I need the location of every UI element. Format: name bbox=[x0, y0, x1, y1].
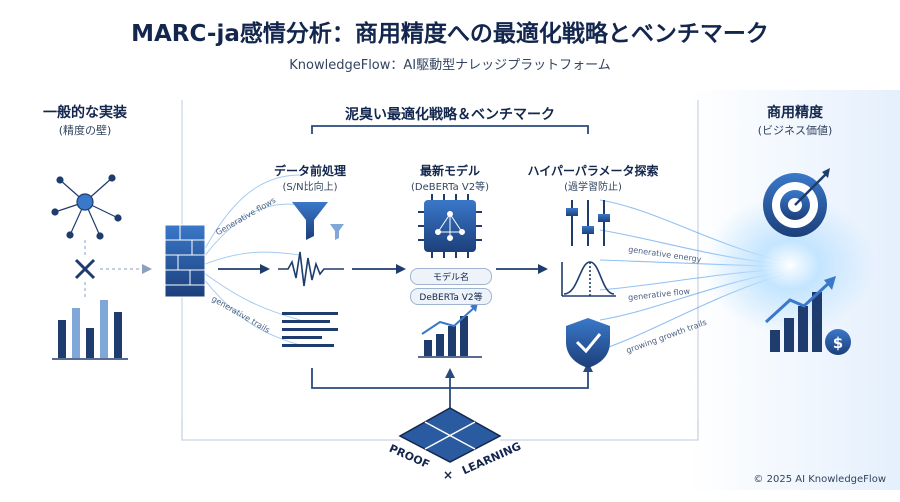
dashed-connector bbox=[84, 240, 140, 298]
outer-loop-right bbox=[500, 420, 699, 441]
step-2-subtitle: (DeBERTa V2等) bbox=[410, 182, 490, 193]
shield-check-icon bbox=[566, 318, 610, 368]
center-bracket bbox=[311, 125, 589, 134]
text-lines-icon bbox=[282, 312, 338, 347]
step-1-title: データ前処理 bbox=[273, 164, 346, 178]
proof-learning-badge bbox=[398, 407, 502, 463]
cross-icon bbox=[74, 258, 96, 280]
right-section-subtitle: (ビジネス価値) bbox=[757, 124, 833, 137]
right-section-title: 商用精度 bbox=[767, 105, 823, 121]
brick-wall-icon bbox=[164, 224, 206, 298]
chip-icon bbox=[418, 194, 482, 258]
center-section-title: 泥臭い最適化戦略＆ベンチマーク bbox=[312, 104, 588, 124]
left-section-subtitle: (精度の壁) bbox=[58, 124, 112, 137]
funnel-icon bbox=[292, 202, 344, 240]
left-arrowhead bbox=[142, 264, 152, 274]
signal-wave-icon bbox=[278, 251, 344, 287]
bell-curve-icon bbox=[561, 261, 616, 297]
neural-network-icon bbox=[51, 174, 122, 240]
model-name-pill: モデル名 bbox=[410, 268, 492, 285]
target-icon bbox=[763, 168, 830, 237]
page-subtitle: KnowledgeFlow：AI駆動型ナレッジプラットフォーム bbox=[289, 58, 611, 73]
step-2-title: 最新モデル bbox=[419, 164, 480, 178]
step-3-subtitle: (過学習防止) bbox=[564, 182, 622, 193]
revenue-chart-icon bbox=[764, 276, 851, 355]
left-section-title: 一般的な実装 bbox=[43, 105, 127, 121]
left-flow-lines bbox=[199, 174, 301, 346]
model-variant-pill: DeBERTa V2等 bbox=[410, 288, 492, 305]
low-bar-chart-icon bbox=[52, 300, 128, 360]
energy-glow bbox=[705, 195, 875, 335]
step-arrows bbox=[218, 264, 548, 274]
growth-bar-chart-icon bbox=[418, 302, 482, 358]
sliders-icon bbox=[566, 200, 610, 246]
outer-loop-left bbox=[181, 420, 400, 441]
page-title: MARC-ja感情分析：商用精度への最適化戦略とベンチマーク bbox=[131, 21, 769, 47]
badge-times-label: × bbox=[443, 468, 454, 482]
step-3-title: ハイパーパラメータ探索 bbox=[527, 164, 659, 178]
step-1-subtitle: (S/N比向上) bbox=[282, 182, 338, 193]
dollar-icon: $ bbox=[833, 334, 843, 352]
proof-up-arrowhead bbox=[445, 368, 455, 378]
copyright-text: © 2025 AI KnowledgeFlow bbox=[753, 474, 886, 485]
